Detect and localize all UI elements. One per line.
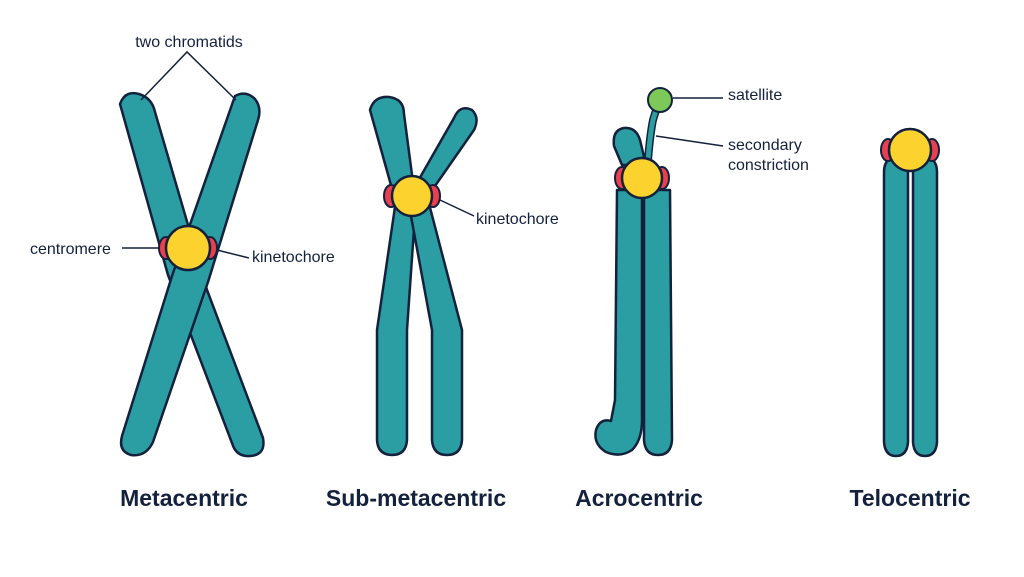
acrocentric-centromere bbox=[620, 156, 664, 200]
secondary-constriction-leader bbox=[655, 135, 724, 147]
acrocentric-long-arm-right bbox=[642, 188, 674, 457]
centromere-label: centromere bbox=[30, 241, 111, 258]
secondary-constriction-label-line2: constriction bbox=[728, 157, 809, 174]
telocentric-title: Telocentric bbox=[850, 485, 971, 511]
satellite-label: satellite bbox=[728, 87, 782, 104]
telocentric-chromatid-left bbox=[882, 154, 910, 458]
telocentric-chromatid-right bbox=[911, 154, 939, 458]
metacentric-centromere bbox=[164, 224, 212, 272]
metacentric-title: Metacentric bbox=[120, 485, 248, 511]
kinetochore-leader-submeta bbox=[439, 199, 475, 217]
submetacentric-short-arm-right bbox=[412, 107, 478, 198]
acrocentric-long-arm-left bbox=[594, 188, 644, 456]
kinetochore-label-submeta: kinetochore bbox=[476, 211, 559, 228]
kinetochore-label-meta: kinetochore bbox=[252, 249, 335, 266]
kinetochore-leader-meta bbox=[216, 249, 250, 259]
submetacentric-title: Sub-metacentric bbox=[326, 485, 506, 511]
telocentric-centromere bbox=[887, 127, 933, 173]
acrocentric-short-arm bbox=[612, 126, 648, 167]
submetacentric-long-arm-right bbox=[406, 198, 464, 457]
metacentric-chromatid-right bbox=[119, 92, 261, 457]
two-chromatids-label: two chromatids bbox=[135, 34, 243, 51]
submetacentric-centromere bbox=[390, 174, 434, 218]
telocentric-chromosome bbox=[880, 127, 940, 458]
submetacentric-long-arm-left bbox=[375, 198, 418, 457]
two-chromatids-leader bbox=[140, 50, 237, 101]
submetacentric-short-arm-left bbox=[368, 95, 416, 198]
metacentric-chromosome bbox=[118, 91, 265, 458]
submetacentric-chromosome bbox=[368, 95, 478, 457]
secondary-constriction-label-line1: secondary bbox=[728, 137, 802, 154]
acrocentric-chromosome bbox=[594, 87, 674, 457]
acrocentric-title: Acrocentric bbox=[575, 485, 703, 511]
acrocentric-satellite bbox=[647, 87, 673, 113]
